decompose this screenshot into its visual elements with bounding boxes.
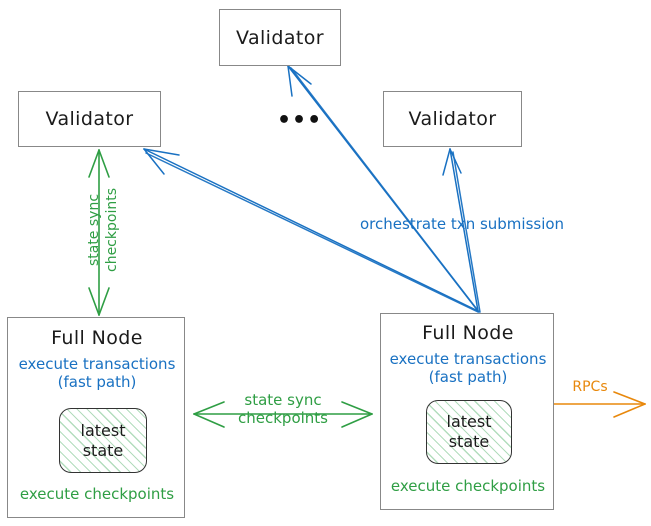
full-node-box-left[interactable]: Full Node execute transactions (fast pat…: [7, 317, 185, 518]
latest-state-box-left[interactable]: latest state: [59, 408, 147, 473]
latest-state-line-2: state: [82, 440, 124, 460]
latest-state-line-2: state: [448, 432, 490, 451]
latest-state-label-left: latest state: [81, 421, 126, 460]
fastpath-line-1: execute transactions: [389, 350, 547, 368]
sync-label-line-2: checkpoints: [103, 188, 120, 272]
latest-state-line-1: latest: [446, 412, 492, 432]
fastpath-line-2: (fast path): [57, 372, 137, 391]
fn-sync-line-1: state sync: [244, 391, 322, 409]
validator-label-top: Validator: [236, 26, 324, 49]
fn-sync-line-2: checkpoints: [238, 408, 328, 427]
validator-box-right[interactable]: Validator: [383, 91, 522, 147]
fastpath-line-2: (fast path): [428, 367, 508, 386]
latest-state-box-right[interactable]: latest state: [426, 400, 512, 464]
full-node-title-right: Full Node: [422, 322, 514, 344]
full-node-fastpath-label-right: execute transactions (fast path): [381, 350, 555, 386]
validator-label-right: Validator: [408, 108, 497, 130]
execute-checkpoints-label-left: execute checkpoints: [19, 485, 175, 503]
rpc-arrow: [553, 391, 646, 418]
latest-state-line-1: latest: [80, 420, 126, 440]
execute-checkpoints-label-right: execute checkpoints: [390, 477, 546, 495]
validator-fullnode-sync-label: state sync checkpoints: [86, 188, 121, 272]
fastpath-line-1: execute transactions: [18, 355, 176, 373]
latest-state-label-right: latest state: [447, 412, 492, 451]
sync-label-line-1: state sync: [86, 193, 102, 267]
fullnode-fullnode-sync-label: state sync checkpoints: [215, 391, 351, 427]
full-node-title-left: Full Node: [51, 327, 143, 349]
validators-ellipsis: •••: [277, 108, 323, 133]
validator-box-top[interactable]: Validator: [219, 9, 341, 66]
validator-box-left[interactable]: Validator: [18, 91, 161, 147]
full-node-fastpath-label-left: execute transactions (fast path): [8, 355, 186, 391]
txn-submission-label: orchestrate txn submission: [360, 215, 565, 233]
rpc-label: RPCs: [572, 379, 608, 395]
full-node-box-right[interactable]: Full Node execute transactions (fast pat…: [380, 313, 554, 510]
validator-label-left: Validator: [45, 108, 134, 130]
